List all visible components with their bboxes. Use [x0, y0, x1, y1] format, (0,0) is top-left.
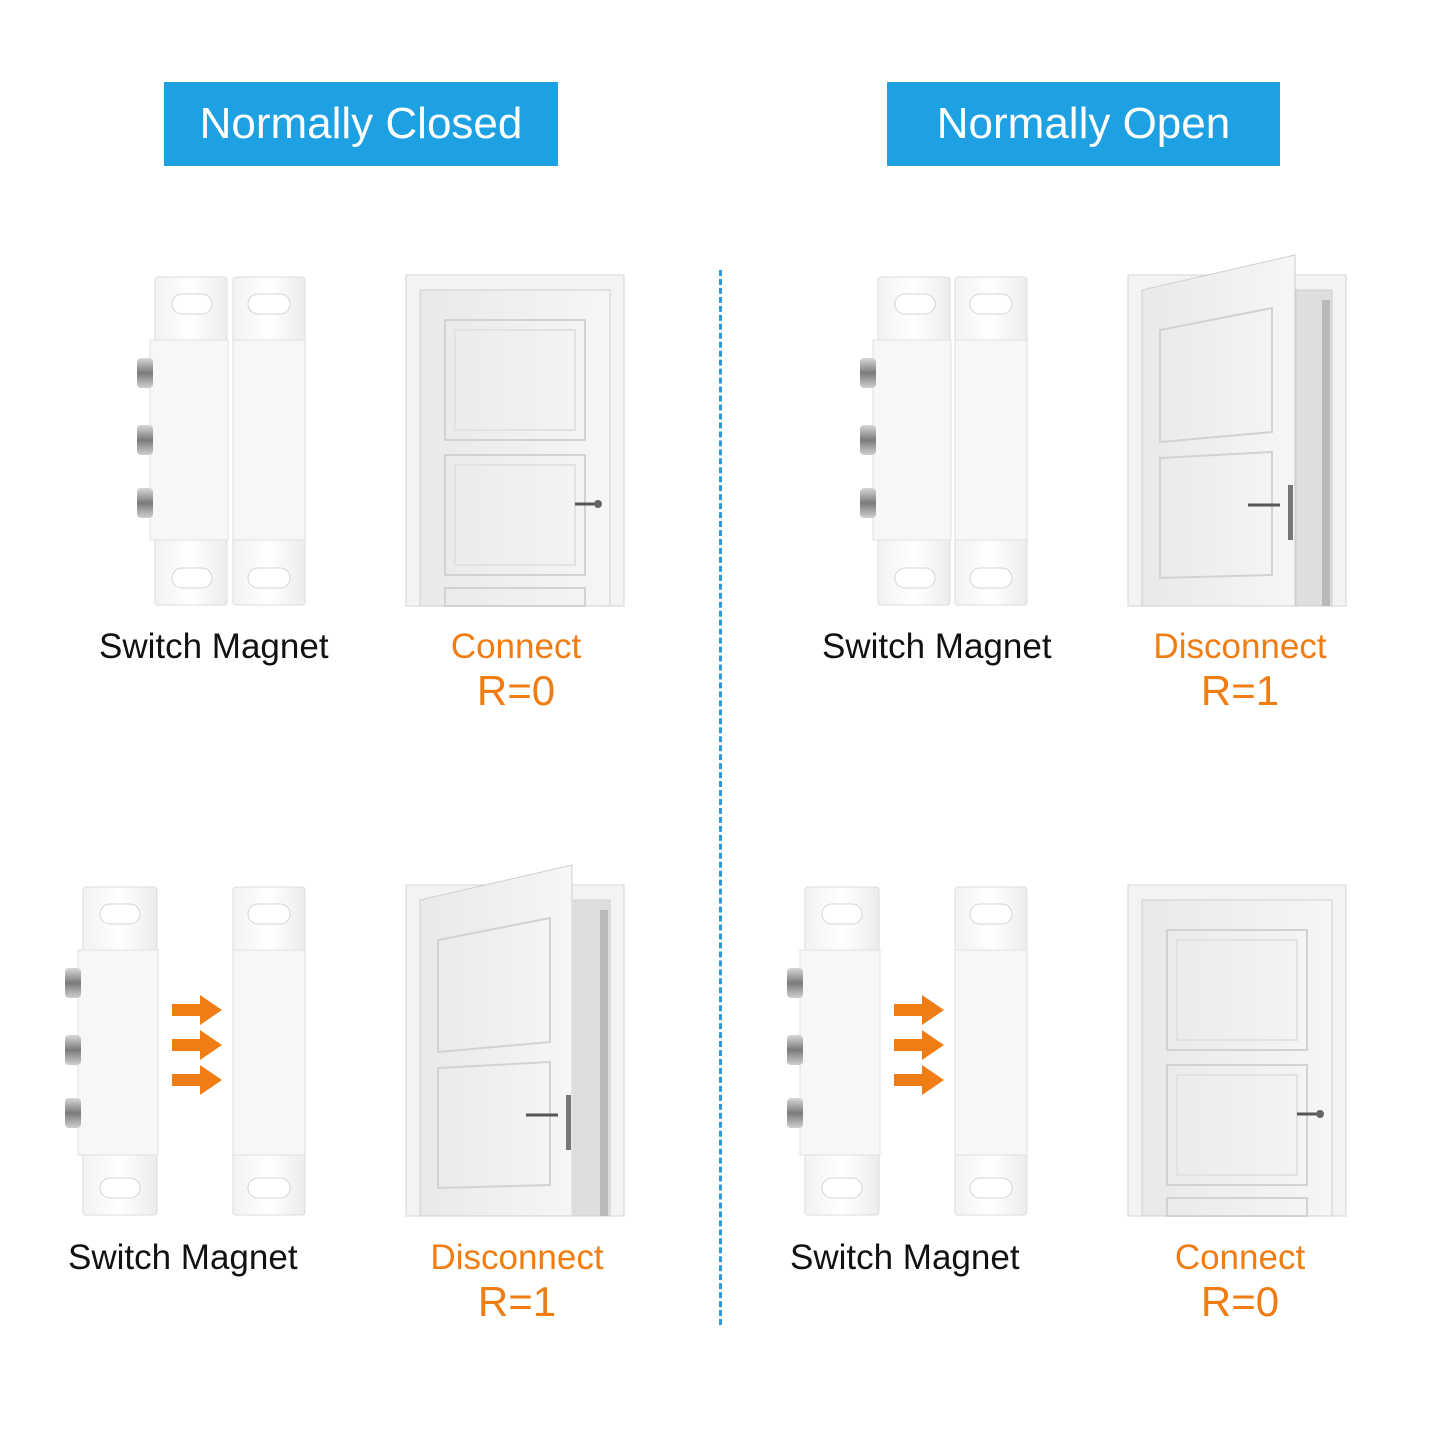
label-resistance: R=1 [477, 1278, 557, 1325]
label-device: Switch Magnet [68, 1238, 298, 1277]
header-normally-open: Normally Open [887, 82, 1280, 166]
label-state: Connect [1174, 1238, 1306, 1277]
label-device: Switch Magnet [790, 1238, 1020, 1277]
label-device: Switch Magnet [99, 627, 329, 666]
label-state: Disconnect [430, 1238, 604, 1277]
label-resistance: R=0 [476, 667, 556, 714]
header-normally-open-text: Normally Open [936, 99, 1231, 148]
label-device: Switch Magnet [822, 627, 1052, 666]
label-resistance: R=0 [1200, 1278, 1280, 1325]
label-resistance: R=1 [1200, 667, 1280, 714]
dashed-divider [719, 270, 722, 1325]
label-state: Disconnect [1153, 627, 1327, 666]
header-normally-closed-text: Normally Closed [199, 99, 523, 148]
label-state: Connect [450, 627, 582, 666]
header-normally-closed: Normally Closed [164, 82, 558, 166]
